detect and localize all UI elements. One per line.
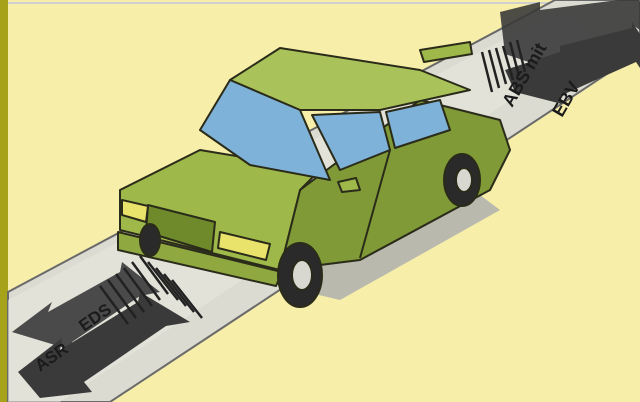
left-border <box>0 0 8 402</box>
rear-hubcap <box>456 168 472 192</box>
front-hubcap <box>292 260 312 290</box>
front-left-wheel <box>140 224 160 256</box>
